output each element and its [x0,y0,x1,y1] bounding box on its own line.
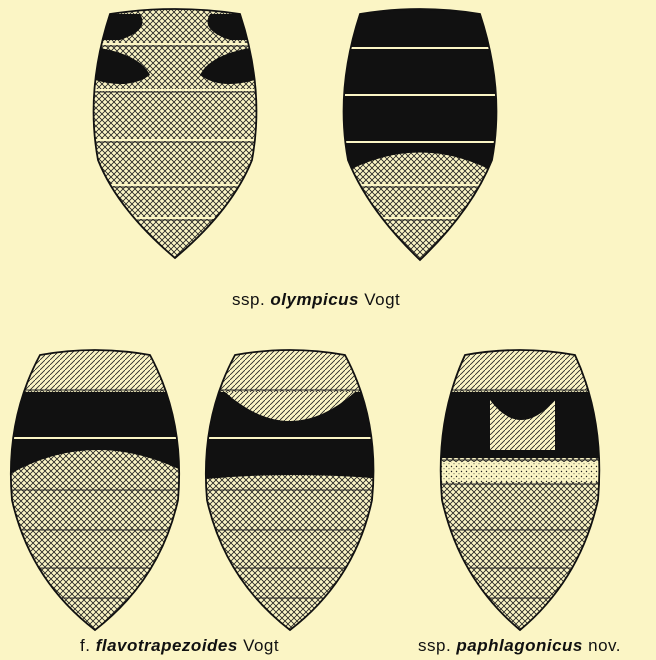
caption-paphlagonicus: ssp. paphlagonicus nov. [418,636,621,656]
abdomen-flavotrapezoides-right [195,340,395,640]
caption-author: Vogt [243,636,279,655]
caption-taxon-name: paphlagonicus [456,636,582,655]
abdomen-paphlagonicus [430,340,630,640]
caption-olympicus: ssp. olympicus Vogt [232,290,400,310]
caption-taxon-name: flavotrapezoides [96,636,238,655]
caption-prefix: ssp. [232,290,265,309]
abdomen-olympicus-right [330,0,530,270]
caption-flavotrapezoides: f. flavotrapezoides Vogt [80,636,279,656]
abdomen-flavotrapezoides-left [0,340,200,640]
caption-prefix: ssp. [418,636,451,655]
caption-author: Vogt [364,290,400,309]
caption-prefix: f. [80,636,90,655]
caption-taxon-name: olympicus [270,290,359,309]
abdomen-olympicus-left [80,0,280,270]
caption-author: nov. [588,636,621,655]
